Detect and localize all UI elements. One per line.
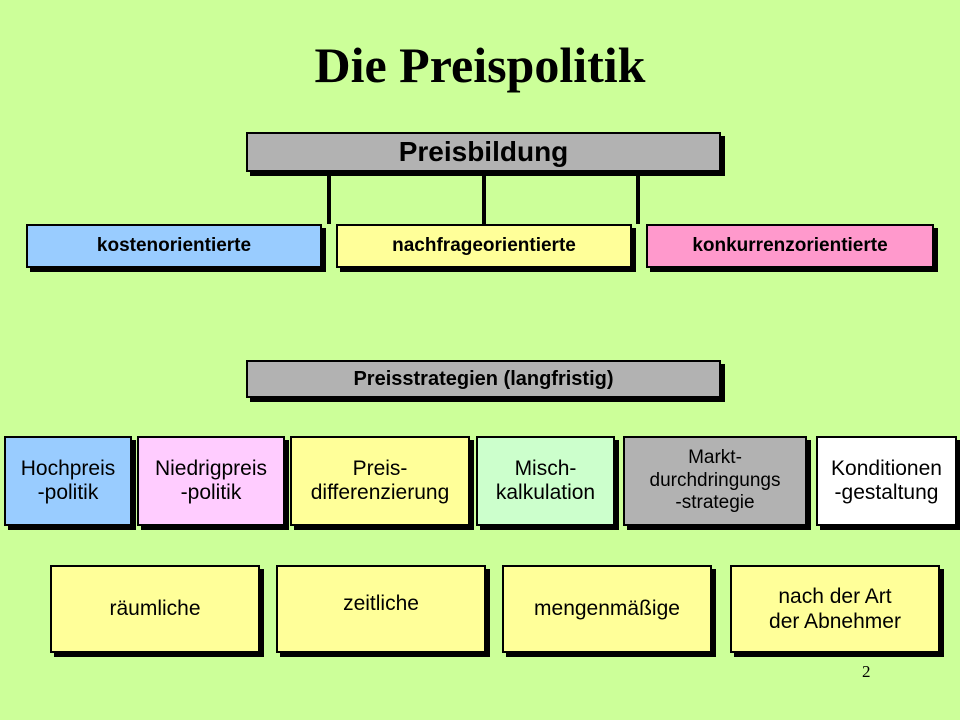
preisstrategien-header: Preisstrategien (langfristig): [246, 360, 721, 398]
branch-konkurrenzorientierte: konkurrenzorientierte: [646, 224, 934, 268]
strategy-konditionengestaltung: Konditionen -gestaltung: [816, 436, 957, 526]
page-title: Die Preispolitik: [314, 37, 646, 93]
branch-nachfrageorientierte: nachfrageorientierte: [336, 224, 632, 268]
differenzierung-raeumliche: räumliche: [50, 565, 260, 653]
preisbildung-header: Preisbildung: [246, 132, 721, 172]
strategy-hochpreispolitik: Hochpreis -politik: [4, 436, 132, 526]
differenzierung-zeitliche: zeitliche: [276, 565, 486, 653]
page-number: 2: [862, 662, 871, 681]
branch-kostenorientierte: kostenorientierte: [26, 224, 322, 268]
strategy-preisdifferenzierung: Preis- differenzierung: [290, 436, 470, 526]
strategy-marktdurchdringungsstrategie: Markt- durchdringungs -strategie: [623, 436, 807, 526]
connector-line-left: [327, 172, 331, 224]
differenzierung-nach-art-der-abnehmer: nach der Art der Abnehmer: [730, 565, 940, 653]
differenzierung-mengenmaessige: mengenmäßige: [502, 565, 712, 653]
strategy-mischkalkulation: Misch- kalkulation: [476, 436, 615, 526]
connector-line-center: [482, 172, 486, 224]
strategy-niedrigpreispolitik: Niedrigpreis -politik: [137, 436, 285, 526]
connector-line-right: [636, 172, 640, 224]
